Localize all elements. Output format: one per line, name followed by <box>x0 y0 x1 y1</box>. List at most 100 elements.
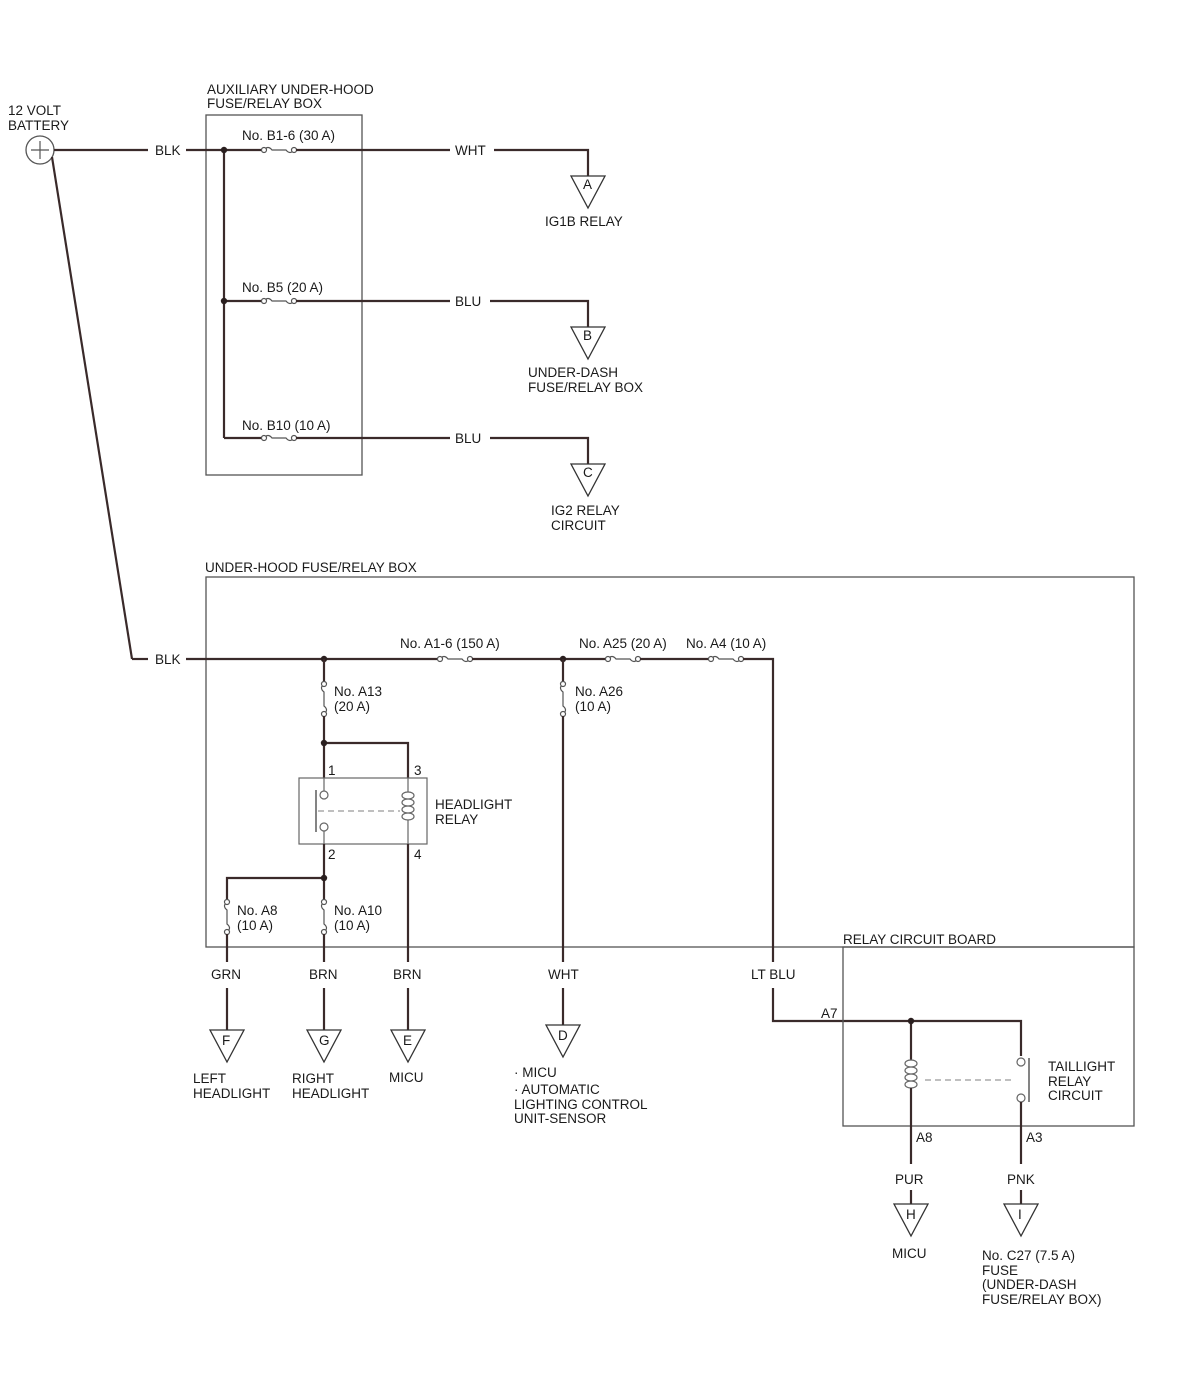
fuse-a26-label-line2: (10 A) <box>575 699 611 714</box>
connector-a-icon <box>569 175 607 210</box>
relay-board-pin-a8: A8 <box>916 1130 933 1145</box>
connector-b-label-line2: FUSE/RELAY BOX <box>528 380 643 395</box>
fuse-terminal <box>223 928 231 936</box>
fuse-a25-icon <box>607 655 639 663</box>
wire-to-connector-c <box>490 436 590 464</box>
connector-f-icon <box>208 1029 246 1064</box>
relay-pin-1: 1 <box>328 763 336 778</box>
connector-a-label: IG1B RELAY <box>545 214 623 229</box>
wire-label-wht-d: WHT <box>548 967 579 982</box>
fuse-terminal <box>260 434 268 442</box>
junction-dot <box>320 874 328 882</box>
fuse-a4-label: No. A4 (10 A) <box>686 636 766 651</box>
fuse-a10-label-line1: No. A10 <box>334 903 382 918</box>
fuse-b1-6-label: No. B1-6 (30 A) <box>242 128 335 143</box>
fuse-terminal <box>320 680 328 688</box>
fuse-terminal <box>260 146 268 154</box>
relay-pin-2: 2 <box>328 847 336 862</box>
wire-label-brn-g: BRN <box>309 967 338 982</box>
connector-e-label: MICU <box>389 1070 424 1085</box>
wire-label-blu-c: BLU <box>455 431 481 446</box>
relay-switch-icon <box>315 778 329 844</box>
wire-to-a8 <box>225 876 324 902</box>
wire-ltblu-to-a7 <box>771 988 1023 1056</box>
battery-label-line2: BATTERY <box>8 118 69 133</box>
aux-box-title-line2: FUSE/RELAY BOX <box>207 96 322 111</box>
wire-label-ltblu: LT BLU <box>751 967 796 982</box>
battery <box>25 135 55 165</box>
connector-d-icon <box>544 1024 582 1059</box>
wire-label-pnk: PNK <box>1007 1172 1035 1187</box>
connector-h-label: MICU <box>892 1246 927 1261</box>
fuse-terminal <box>559 680 567 688</box>
headlight-relay-label-line1: HEADLIGHT <box>435 797 512 812</box>
connector-i-label-line1: No. C27 (7.5 A) <box>982 1248 1075 1263</box>
junction-dot <box>220 297 228 305</box>
connector-c-icon <box>569 463 607 498</box>
fuse-a13-label-line1: No. A13 <box>334 684 382 699</box>
connector-d-label-line1: · MICU <box>514 1065 557 1080</box>
aux-fuse-relay-box <box>205 114 363 476</box>
wire-label-grn: GRN <box>211 967 241 982</box>
connector-i-label-line3: (UNDER-DASH <box>982 1277 1077 1292</box>
relay-board-pin-a3: A3 <box>1026 1130 1043 1145</box>
fuse-a8-label-line2: (10 A) <box>237 918 273 933</box>
fuse-a4-icon <box>710 655 742 663</box>
fuse-terminal <box>634 655 642 663</box>
junction-dot <box>907 1017 915 1025</box>
fuse-a1-6-icon <box>439 655 471 663</box>
battery-label-line1: 12 VOLT <box>8 103 61 118</box>
fuse-terminal <box>320 898 328 906</box>
connector-d-label-line4: UNIT-SENSOR <box>514 1111 607 1126</box>
connector-b-label-line1: UNDER-DASH <box>528 365 618 380</box>
wire-to-ltblu <box>743 657 775 962</box>
connector-i-label-line4: FUSE/RELAY BOX) <box>982 1292 1102 1307</box>
fuse-terminal <box>290 434 298 442</box>
connector-g-letter: G <box>319 1033 330 1048</box>
connector-a-letter: A <box>583 177 592 192</box>
fuse-terminal <box>320 928 328 936</box>
fuse-a8-label-line1: No. A8 <box>237 903 278 918</box>
taillight-relay-label-line3: CIRCUIT <box>1048 1088 1103 1103</box>
fuse-a26-icon <box>559 683 567 715</box>
connector-i-letter: I <box>1018 1207 1022 1222</box>
main-box-title: UNDER-HOOD FUSE/RELAY BOX <box>205 560 417 575</box>
fuse-b10-icon <box>263 434 295 442</box>
wire-label-pur: PUR <box>895 1172 924 1187</box>
relay-board-title: RELAY CIRCUIT BOARD <box>843 932 996 947</box>
taillight-relay-label-line2: RELAY <box>1048 1074 1091 1089</box>
connector-f-label-line2: HEADLIGHT <box>193 1086 270 1101</box>
connector-f-letter: F <box>222 1033 230 1048</box>
wire-to-relay-pin3 <box>324 741 410 778</box>
fuse-a26-label-line1: No. A26 <box>575 684 623 699</box>
fuse-terminal <box>320 710 328 718</box>
connector-d-label-line3: LIGHTING CONTROL <box>514 1097 648 1112</box>
taillight-switch-icon <box>1016 1057 1030 1103</box>
wire-to-connector-b <box>490 299 590 327</box>
fuse-terminal <box>436 655 444 663</box>
fuse-b5-label: No. B5 (20 A) <box>242 280 323 295</box>
connector-e-icon <box>389 1029 427 1064</box>
connector-b-letter: B <box>583 328 592 343</box>
connector-h-letter: H <box>906 1207 916 1222</box>
fuse-a1-6-label: No. A1-6 (150 A) <box>400 636 500 651</box>
taillight-relay-label-line1: TAILLIGHT <box>1048 1059 1115 1074</box>
junction-dot <box>320 739 328 747</box>
connector-e-letter: E <box>403 1033 412 1048</box>
fuse-terminal <box>260 297 268 305</box>
connector-d-label-line2: · AUTOMATIC <box>514 1082 600 1097</box>
connector-c-letter: C <box>583 465 593 480</box>
connector-i-icon <box>1002 1203 1040 1238</box>
connector-g-label-line2: HEADLIGHT <box>292 1086 369 1101</box>
connector-c-label-line2: CIRCUIT <box>551 518 606 533</box>
fuse-a13-label-line2: (20 A) <box>334 699 370 714</box>
connector-c-label-line1: IG2 RELAY <box>551 503 620 518</box>
fuse-terminal <box>290 146 298 154</box>
wire-label-wht: WHT <box>455 143 486 158</box>
wire-label-blu-b: BLU <box>455 294 481 309</box>
connector-f-label-line1: LEFT <box>193 1071 226 1086</box>
connector-i-label-line2: FUSE <box>982 1263 1018 1278</box>
fuse-terminal <box>223 898 231 906</box>
junction-dot <box>220 146 228 154</box>
